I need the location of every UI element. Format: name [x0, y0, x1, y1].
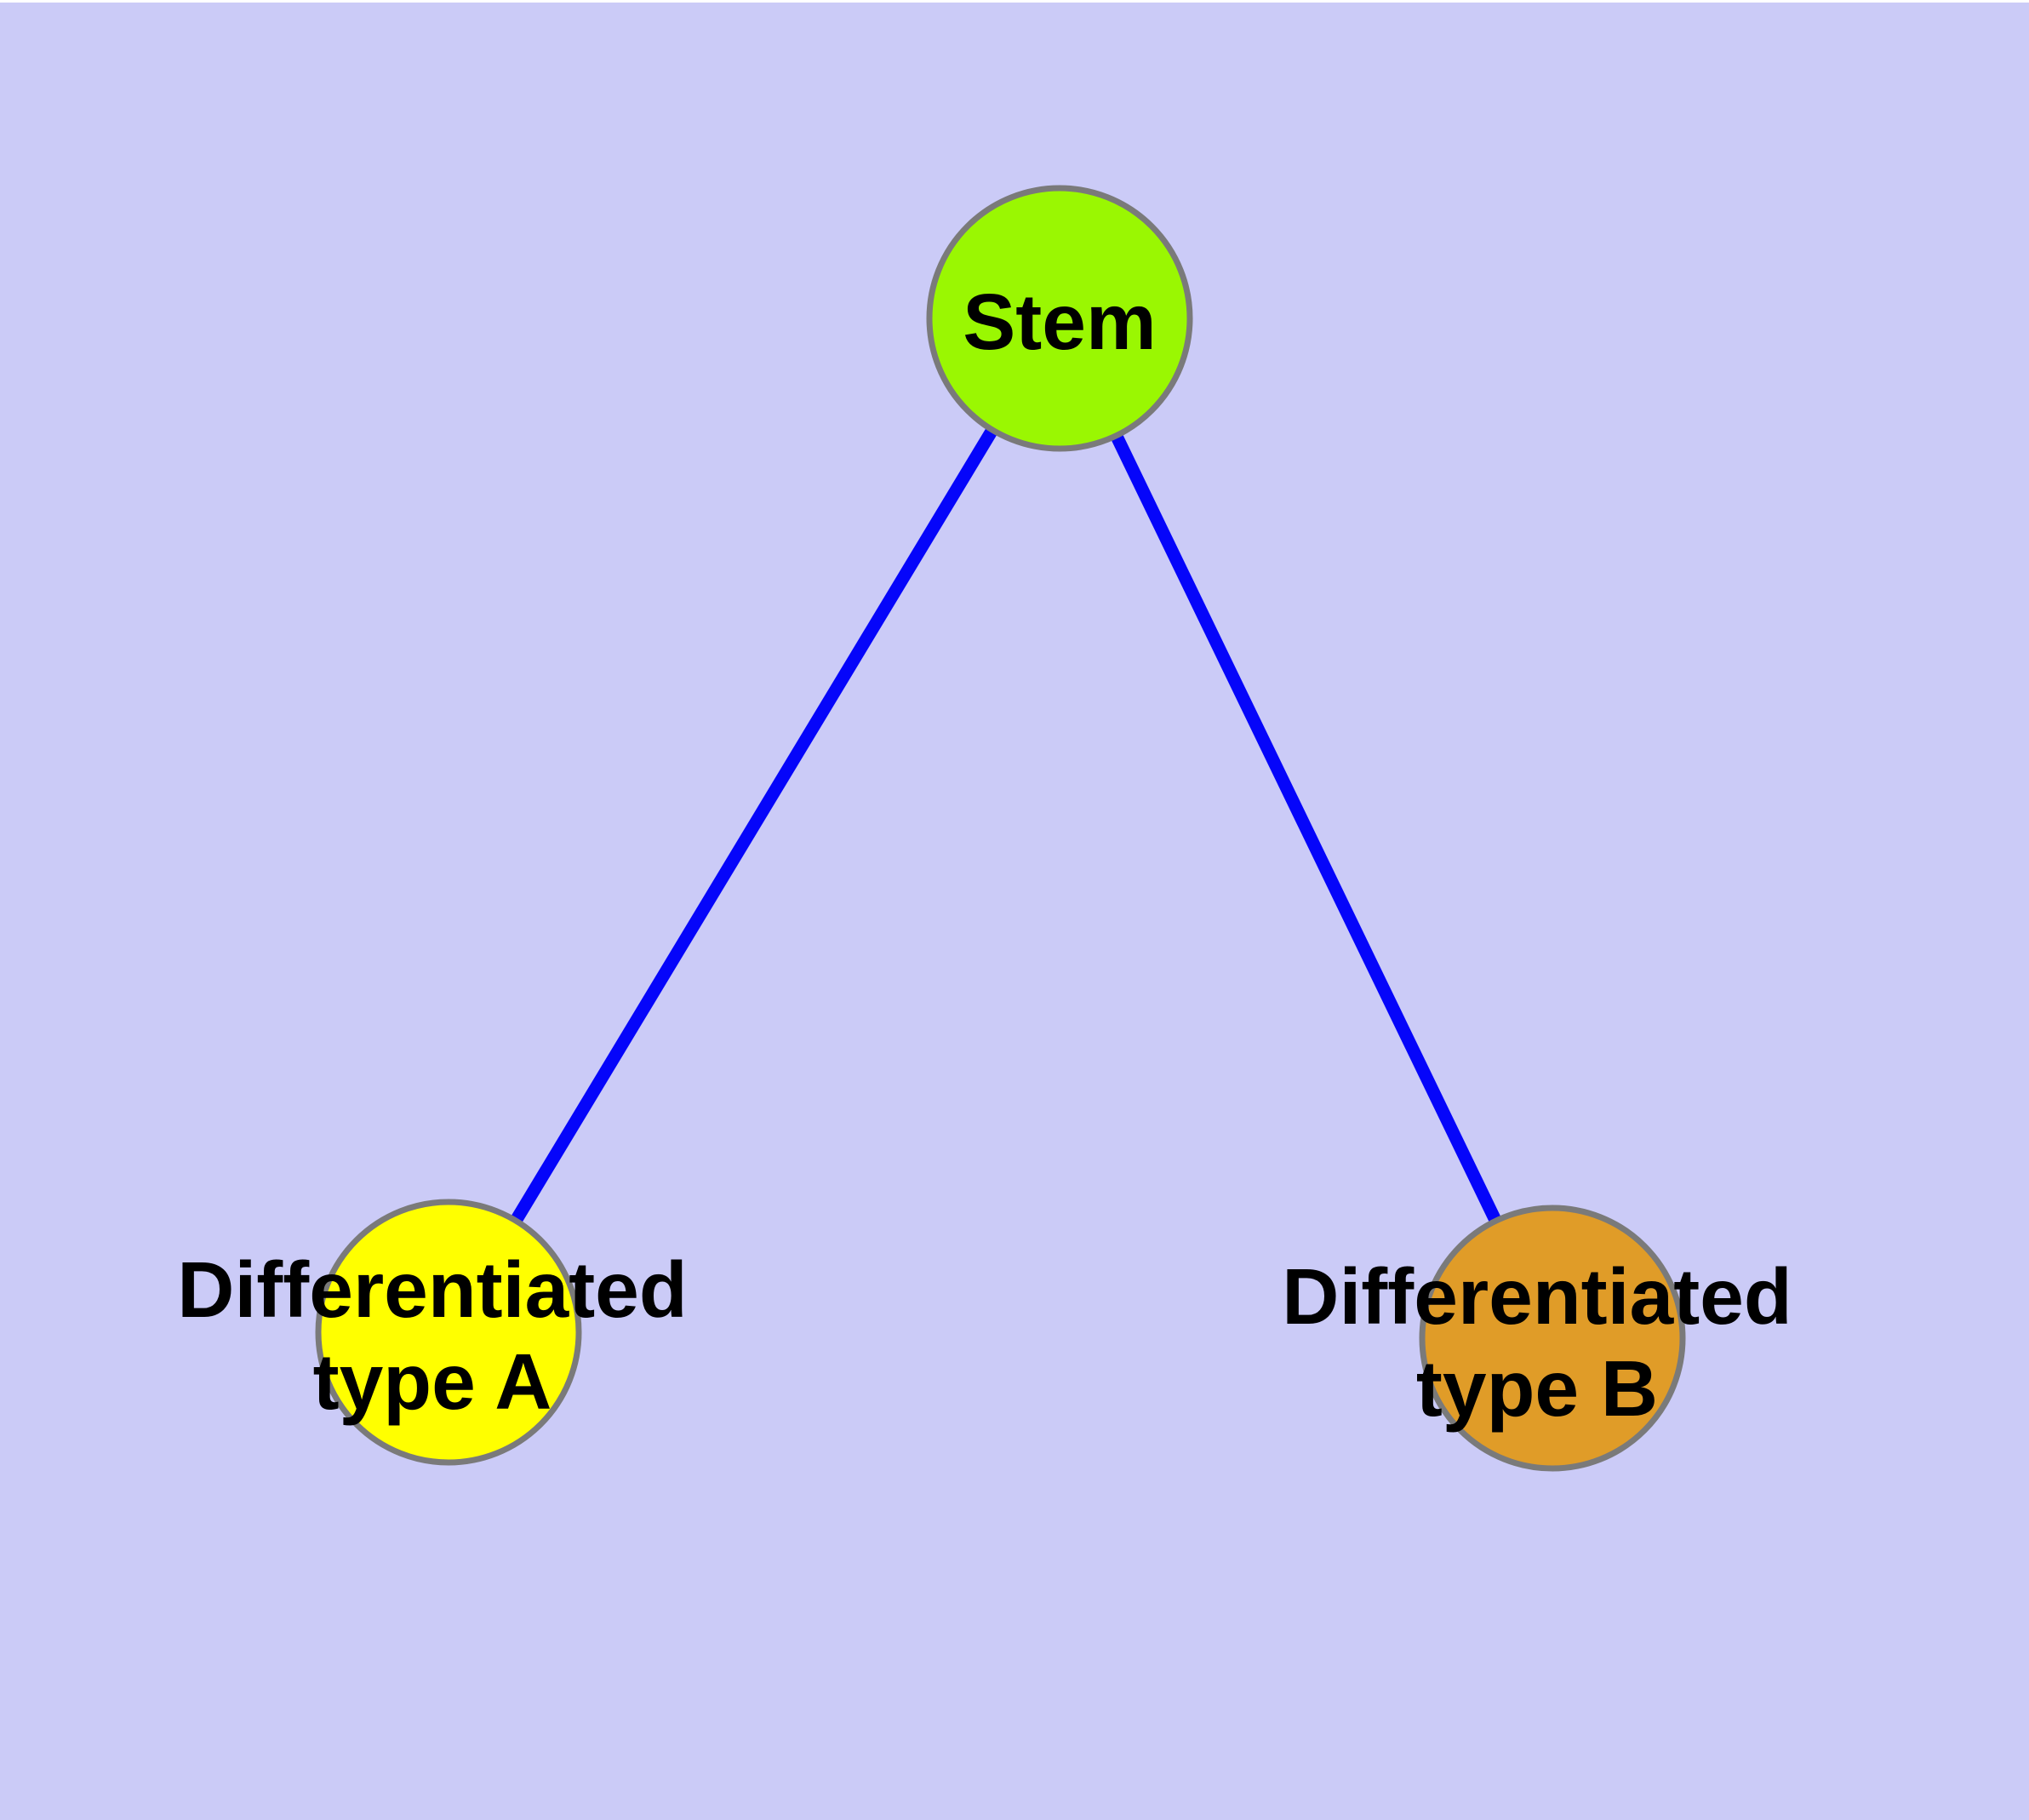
edge-stem-to-type-b: [1054, 315, 1558, 1342]
node-type-b-label-line2: type B: [1416, 1344, 1658, 1433]
edge-stem-to-type-a: [443, 315, 1066, 1336]
node-stem: [926, 185, 1193, 452]
node-type-a-label-line2: type A: [313, 1337, 552, 1426]
node-differentiated-type-a: [315, 1199, 582, 1466]
node-type-b-label-line1: Differentiated: [1282, 1252, 1792, 1341]
node-type-a-label-line1: Differentiated: [177, 1245, 687, 1334]
node-stem-label: Stem: [963, 278, 1156, 366]
node-differentiated-type-b: [1419, 1205, 1686, 1472]
